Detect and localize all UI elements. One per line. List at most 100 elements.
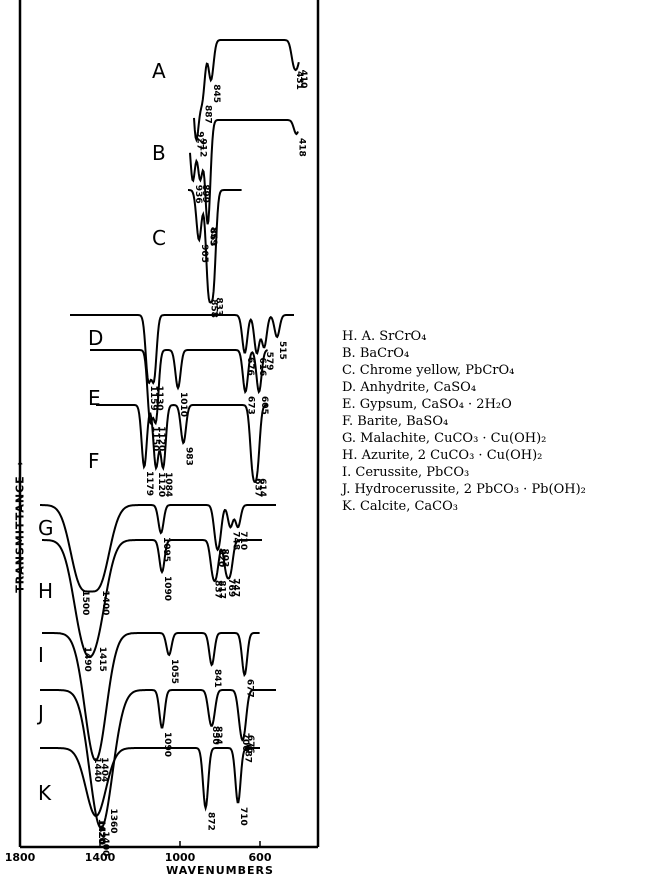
band-label: 431: [294, 71, 304, 90]
spectrum-letter-a: A: [152, 59, 166, 83]
spectrum-letter-e: E: [88, 386, 101, 410]
band-label: 1120: [156, 472, 166, 497]
band-label: 605: [259, 396, 269, 415]
band-label: 841: [212, 669, 222, 688]
spectrum-curve-d: [70, 314, 294, 385]
band-label: 1500: [80, 590, 90, 615]
band-label: 927: [195, 131, 205, 150]
spectrum-letter-h: H: [38, 579, 53, 603]
band-label: 1095: [161, 537, 171, 562]
spectrum-curve-k: [40, 747, 260, 818]
band-label: 1415: [97, 647, 107, 672]
band-labels: 4314109279128878454189368998638599058588…: [80, 70, 308, 857]
spectrum-letter-d: D: [88, 326, 103, 350]
band-label: 769: [226, 578, 236, 597]
band-label: 1440: [92, 757, 102, 782]
spectrum-letter-k: K: [38, 781, 52, 805]
band-label: 834: [213, 726, 223, 745]
band-label: 579: [264, 352, 274, 371]
band-label: 1090: [162, 576, 172, 601]
spectrum-curve-c: [188, 189, 242, 304]
x-ticks: [19, 841, 261, 847]
band-label: 1084: [163, 472, 173, 497]
legend-entry: H. Azurite, 2 CuCO₃ · Cu(OH)₂: [342, 448, 543, 463]
legend-entry: E. Gypsum, CaSO₄ · 2H₂O: [342, 397, 512, 412]
spectrum-letter-i: I: [38, 643, 44, 667]
spectrum-curve-f: [96, 403, 268, 484]
band-label: 677: [245, 679, 255, 698]
band-label: 1120: [156, 426, 166, 451]
band-label: 905: [199, 244, 209, 263]
band-label: 748: [230, 531, 240, 550]
band-label: 833: [213, 297, 223, 316]
band-label: 859: [208, 227, 218, 246]
band-label: 803: [219, 549, 229, 568]
band-label: 418: [296, 138, 306, 157]
spectrum-curve-g: [40, 504, 276, 593]
spectrum-curve-a: [193, 39, 300, 143]
legend-entry: D. Anhydrite, CaSO₄: [342, 380, 477, 395]
band-label: 1400: [100, 831, 110, 856]
x-tick-label: 600: [248, 851, 272, 864]
band-label: 820: [216, 549, 226, 568]
band-label: 710: [238, 807, 248, 826]
spectrum-letter-f: F: [88, 449, 100, 473]
spectrum-letter-c: C: [152, 226, 166, 250]
band-label: 1400: [100, 590, 110, 615]
band-label: 1090: [162, 732, 172, 757]
band-label: 515: [277, 341, 287, 360]
band-label: 1490: [82, 647, 92, 672]
legend-entry: H. A. SrCrO₄: [342, 329, 427, 344]
legend-entry: F. Barite, BaSO₄: [342, 414, 449, 429]
band-label: 1055: [169, 659, 179, 684]
spectrum-letter-j: J: [36, 701, 44, 725]
band-label: 850: [210, 726, 220, 745]
spectrum-curve-h: [42, 539, 262, 659]
band-label: 817: [217, 580, 227, 599]
band-label: 676: [245, 735, 255, 754]
band-label: 887: [203, 105, 213, 124]
spectrum-letter-b: B: [152, 141, 166, 165]
band-label: 983: [183, 447, 193, 466]
spectrum-letters: A B C D E F G H I J K: [36, 59, 166, 805]
band-label: 673: [245, 396, 255, 415]
spectrum-letter-g: G: [38, 516, 54, 540]
spectrum-curve-e: [90, 349, 268, 426]
band-label: 863: [207, 228, 217, 247]
spectrum-curve-b: [189, 119, 299, 225]
legend-entry: B. BaCrO₄: [342, 346, 410, 361]
band-label: 1360: [108, 809, 118, 834]
x-tick-label: 1800: [4, 851, 36, 864]
band-label: 1130: [154, 386, 164, 411]
band-label: 1179: [144, 471, 154, 496]
band-label: 1010: [178, 392, 188, 417]
band-label: 700: [240, 733, 250, 752]
band-label: 1159: [148, 386, 158, 411]
legend-entry: C. Chrome yellow, PbCrO₄: [342, 363, 515, 378]
band-label: 614: [257, 478, 267, 497]
band-label: 616: [257, 358, 267, 377]
band-label: 1420: [96, 820, 106, 845]
band-label: 1404: [99, 757, 109, 782]
legend: H. A. SrCrO₄ B. BaCrO₄ C. Chrome yellow,…: [342, 328, 586, 515]
legend-entry: K. Calcite, CaCO₃: [342, 499, 458, 514]
legend-entry: J. Hydrocerussite, 2 PbCO₃ · Pb(OH)₂: [342, 482, 586, 497]
band-label: 912: [198, 139, 208, 158]
legend-entry: I. Cerussite, PbCO₃: [342, 465, 470, 480]
spectrum-curves: [40, 39, 300, 830]
band-label: 858: [208, 299, 218, 318]
band-label: 1420: [96, 819, 106, 844]
x-tick-label: 1400: [84, 851, 116, 864]
x-axis-label: WAVENUMBERS: [166, 864, 274, 877]
band-label: 837: [213, 580, 223, 599]
legend-entry: G. Malachite, CuCO₃ · Cu(OH)₂: [342, 431, 547, 446]
band-label: 899: [200, 184, 210, 203]
band-label: 710: [238, 531, 248, 550]
x-tick-label: 1000: [164, 851, 196, 864]
band-label: 410: [298, 70, 308, 89]
spectrum-curve-j: [40, 689, 276, 830]
spectrum-curve-i: [42, 632, 260, 762]
band-label: 637: [253, 478, 263, 497]
band-label: 747: [231, 578, 241, 597]
